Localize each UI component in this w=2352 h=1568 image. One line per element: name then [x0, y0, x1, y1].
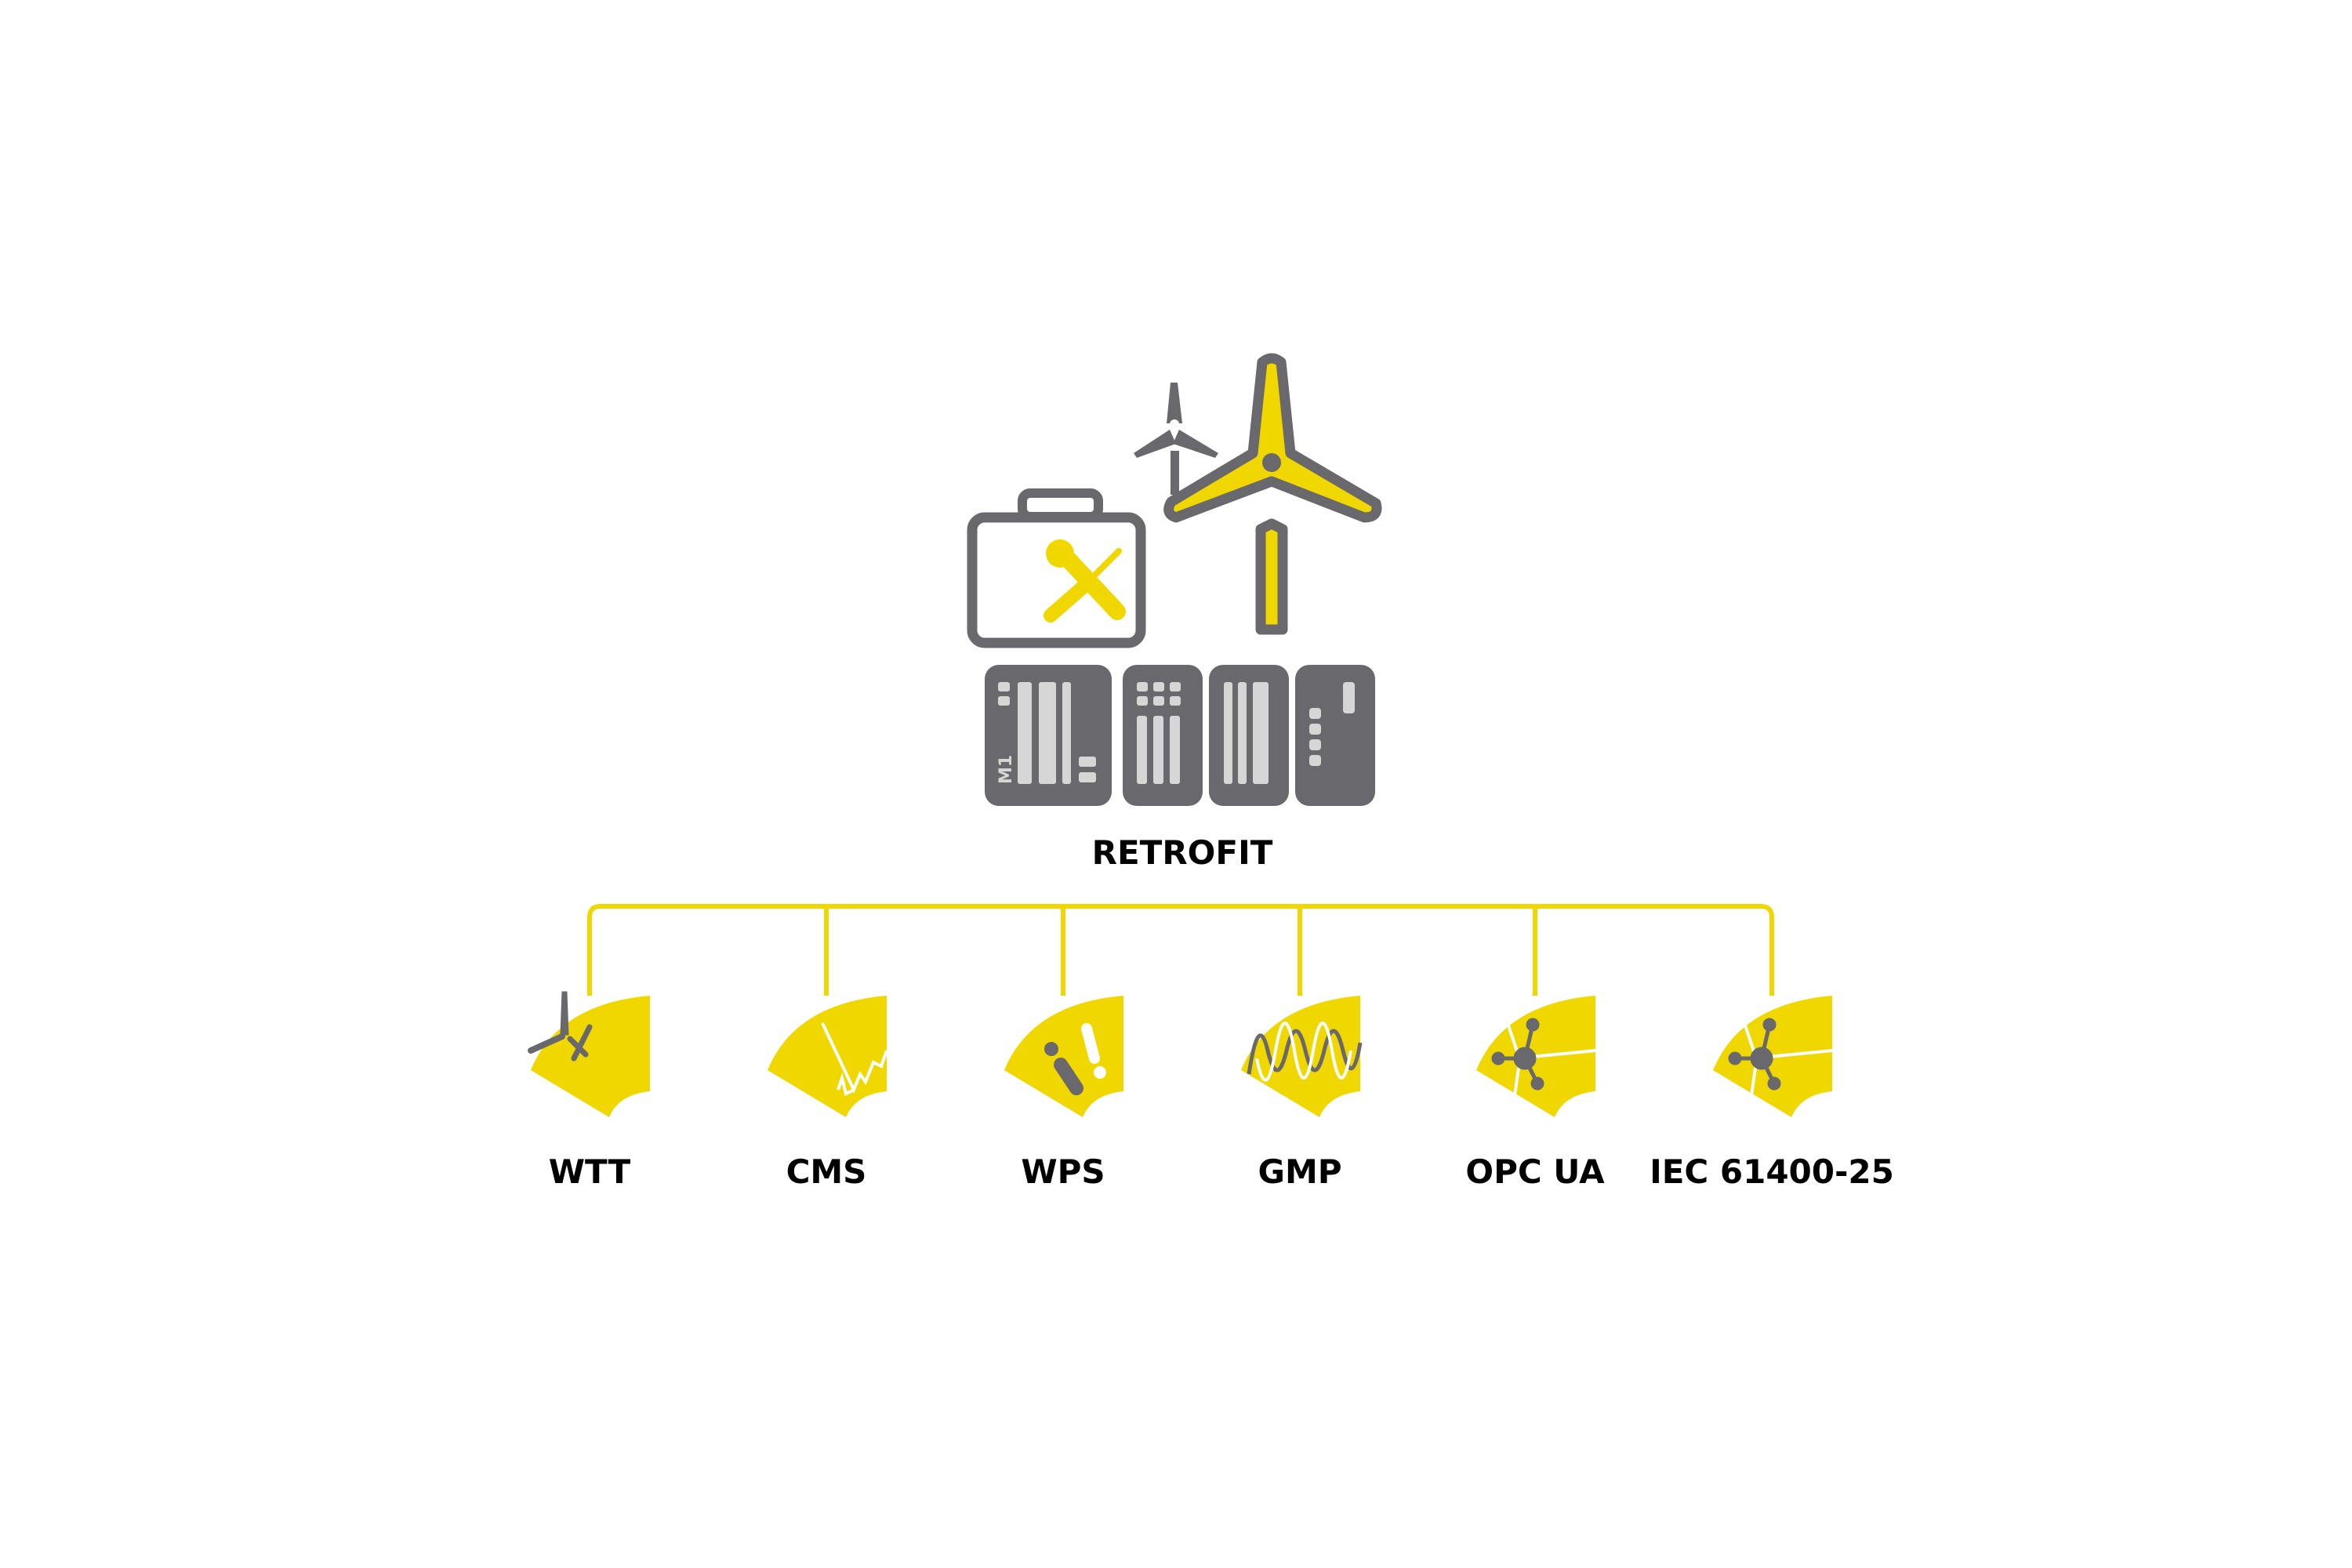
retrofit-title: RETROFIT	[1091, 833, 1273, 872]
label-wtt: WTT	[548, 1152, 631, 1191]
toolbox-icon	[967, 488, 1146, 648]
wps-fan-icon	[1004, 996, 1123, 1117]
iec-fan-icon	[1713, 996, 1833, 1118]
label-gmp: GMP	[1258, 1152, 1342, 1191]
module-label: M1	[996, 755, 1016, 784]
label-wps: WPS	[1021, 1152, 1105, 1191]
small-wind-turbine-icon	[1134, 383, 1218, 495]
gmp-fan-icon	[1241, 996, 1363, 1117]
large-wind-turbine-icon	[1163, 353, 1382, 635]
connector-lines	[587, 904, 1774, 996]
opcua-fan-icon	[1476, 996, 1596, 1118]
label-cms: CMS	[786, 1152, 867, 1191]
label-iec-61400-25: IEC 61400-25	[1650, 1152, 1894, 1191]
controller-modules: M1	[985, 665, 1375, 806]
cms-fan-icon	[768, 996, 888, 1117]
wtt-fan-icon	[528, 991, 650, 1117]
label-opc-ua: OPC UA	[1465, 1152, 1605, 1191]
